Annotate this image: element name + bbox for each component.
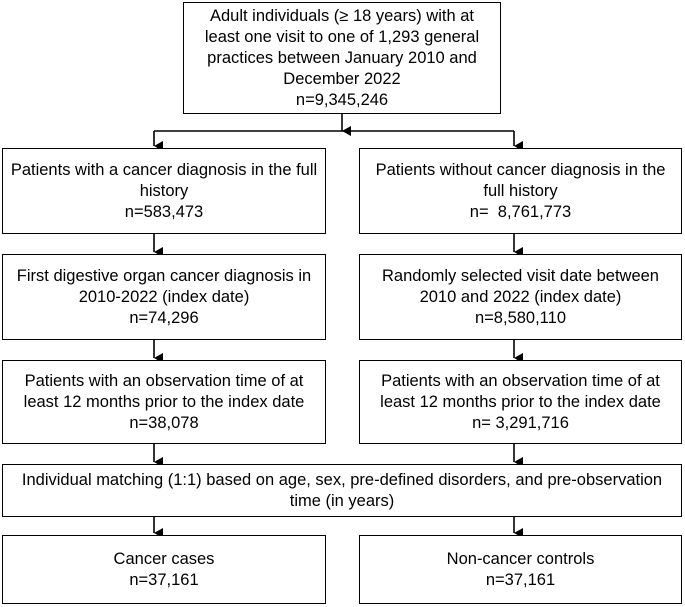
box-text-line: Patients with an observation time of at: [24, 371, 304, 390]
box-count: n=74,296: [129, 308, 199, 327]
box-random-visit-date: Randomly selected visit date between 201…: [359, 254, 682, 340]
box-text-line: Non-cancer controls: [446, 549, 595, 568]
box-adult-individuals: Adult individuals (≥ 18 years) with at l…: [183, 2, 501, 114]
box-text-line: Cancer cases: [113, 549, 215, 568]
box-text-line: full history: [483, 181, 558, 200]
box-first-digestive-cancer: First digestive organ cancer diagnosis i…: [2, 254, 326, 340]
box-text-line: 2010-2022 (index date): [78, 287, 250, 306]
box-text-line: time (in years): [289, 491, 395, 510]
box-text-line: least 12 months prior to the index date: [23, 392, 305, 411]
box-observation-control: Patients with an observation time of at …: [359, 360, 682, 444]
box-count: n=37,161: [129, 570, 199, 589]
box-no-cancer-history: Patients without cancer diagnosis in the…: [359, 148, 682, 234]
box-text-line: Patients with a cancer diagnosis in the …: [10, 160, 318, 179]
box-text-line: December 2022: [283, 69, 401, 88]
box-count: n=583,473: [124, 202, 204, 221]
box-text-line: Individual matching (1:1) based on age, …: [21, 470, 663, 489]
box-observation-cancer: Patients with an observation time of at …: [2, 360, 326, 444]
box-cancer-history: Patients with a cancer diagnosis in the …: [2, 148, 326, 234]
box-text-line: Randomly selected visit date between: [382, 266, 659, 285]
box-count: n=37,161: [485, 570, 556, 589]
box-count: n=9,345,246: [295, 90, 389, 109]
box-count: n=38,078: [129, 413, 199, 432]
box-text-line: 2010 and 2022 (index date): [419, 287, 622, 306]
box-individual-matching: Individual matching (1:1) based on age, …: [2, 464, 682, 517]
box-count: n=8,580,110: [475, 308, 566, 327]
box-text-line: history: [139, 181, 189, 200]
box-text-line: practices between January 2010 and: [207, 48, 477, 67]
box-text-line: least 12 months prior to the index date: [380, 392, 661, 411]
box-count: n= 3,291,716: [472, 413, 569, 432]
box-text-line: Patients with an observation time of at: [381, 371, 660, 390]
box-text-line: First digestive organ cancer diagnosis i…: [16, 266, 312, 285]
box-non-cancer-controls: Non-cancer controls n=37,161: [359, 535, 682, 604]
box-text-line: Patients without cancer diagnosis in the: [375, 160, 666, 179]
box-cancer-cases: Cancer cases n=37,161: [2, 535, 326, 604]
box-count: n= 8,761,773: [469, 202, 572, 221]
box-text-line: least one visit to one of 1,293 general: [204, 27, 480, 46]
box-text-line: Adult individuals (≥ 18 years) with at: [209, 6, 474, 25]
